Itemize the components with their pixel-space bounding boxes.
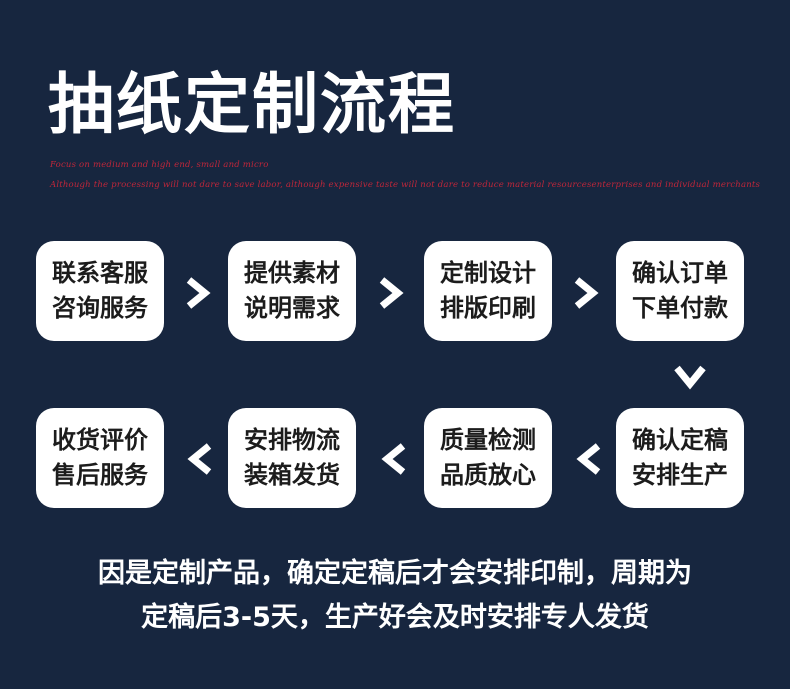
- tagline-line-1: Focus on medium and high end, small and …: [50, 160, 269, 170]
- step-label-line2: 排版印刷: [440, 294, 536, 322]
- step-label-line1: 质量检测: [440, 426, 536, 454]
- chevron-right-icon: [374, 276, 408, 310]
- step-confirm-draft: 确认定稿 安排生产: [616, 408, 744, 508]
- step-confirm-order: 确认订单 下单付款: [616, 241, 744, 341]
- step-label-line2: 售后服务: [52, 461, 148, 489]
- chevron-right-icon: [569, 276, 603, 310]
- step-label-line1: 安排物流: [244, 426, 340, 454]
- chevron-left-icon: [183, 442, 217, 476]
- step-label-line1: 联系客服: [52, 259, 148, 287]
- step-provide-materials: 提供素材 说明需求: [228, 241, 356, 341]
- step-custom-design: 定制设计 排版印刷: [424, 241, 552, 341]
- chevron-right-icon: [181, 276, 215, 310]
- step-label-line2: 品质放心: [440, 461, 536, 489]
- step-label-line1: 提供素材: [244, 259, 340, 287]
- step-receive-review: 收货评价 售后服务: [36, 408, 164, 508]
- step-label-line2: 装箱发货: [244, 461, 340, 489]
- chevron-down-icon: [673, 359, 707, 393]
- step-label-line2: 安排生产: [632, 461, 728, 489]
- step-label-line1: 收货评价: [52, 426, 148, 454]
- step-label-line1: 定制设计: [440, 259, 536, 287]
- step-label-line1: 确认订单: [632, 259, 728, 287]
- chevron-left-icon: [572, 442, 606, 476]
- footer-note-line-2: 定稿后3-5天，生产好会及时安排专人发货: [141, 602, 649, 633]
- step-quality-check: 质量检测 品质放心: [424, 408, 552, 508]
- footer-note-line-1: 因是定制产品，确定定稿后才会安排印制，周期为: [98, 558, 692, 589]
- page-title: 抽纸定制流程: [48, 66, 456, 143]
- step-label-line2: 下单付款: [632, 294, 728, 322]
- step-label-line1: 确认定稿: [632, 426, 728, 454]
- step-label-line2: 咨询服务: [52, 294, 148, 322]
- step-logistics: 安排物流 装箱发货: [228, 408, 356, 508]
- tagline-line-2: Although the processing will not dare to…: [50, 180, 761, 190]
- step-contact-service: 联系客服 咨询服务: [36, 241, 164, 341]
- step-label-line2: 说明需求: [244, 294, 340, 322]
- chevron-left-icon: [377, 442, 411, 476]
